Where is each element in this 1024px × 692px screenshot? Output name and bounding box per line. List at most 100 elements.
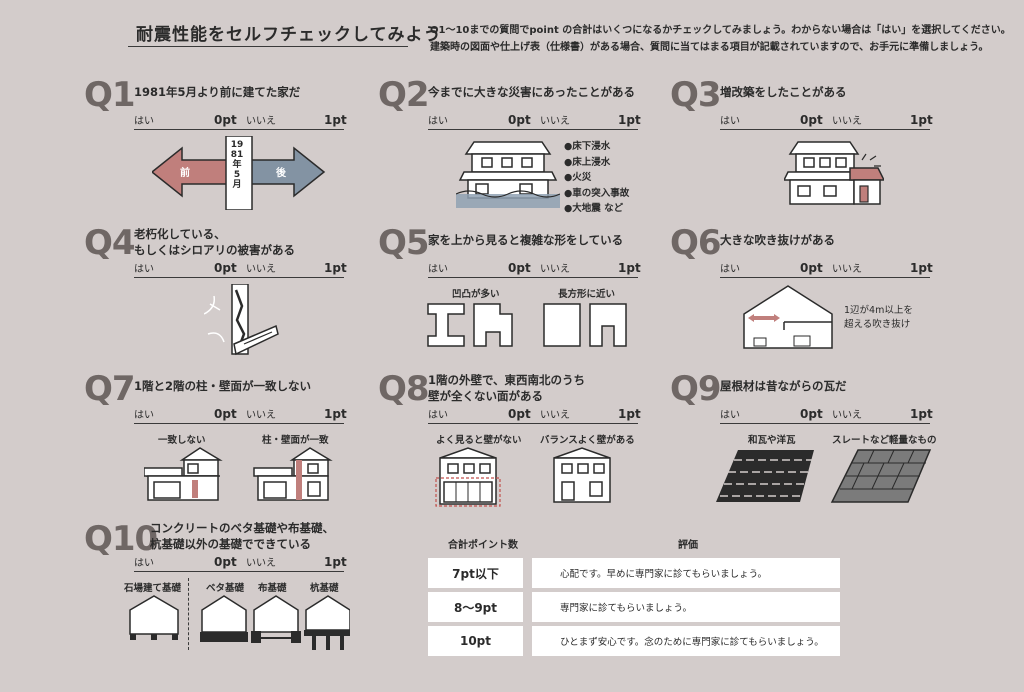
q8-left-caption: よく見ると壁がない — [436, 435, 522, 446]
q9-no-points: 1pt — [910, 407, 933, 421]
q5-answer-row: はい 0pt いいえ 1pt — [428, 261, 641, 278]
q1-number: Q1 — [84, 75, 136, 115]
q7-pillar-alignment-illustration — [144, 447, 333, 501]
q7-no-points: 1pt — [324, 407, 347, 421]
q9-answer-row: はい 0pt いいえ 1pt — [720, 407, 933, 424]
q8-wall-balance-illustration — [435, 447, 611, 507]
q8-no-label: いいえ — [540, 410, 570, 421]
q7-no-label: いいえ — [246, 410, 276, 421]
q2-answer-row: はい 0pt いいえ 1pt — [428, 113, 641, 130]
table-cell-evaluation: 専門家に診てもらいましょう。 — [532, 592, 840, 622]
q4-answer-row: はい 0pt いいえ 1pt — [134, 261, 347, 278]
q5-yes-label: はい — [428, 264, 448, 275]
q1-no-label: いいえ — [246, 116, 276, 127]
q5-yes-points: 0pt — [508, 261, 531, 275]
q4-damaged-pillar-illustration — [204, 284, 279, 356]
q4-text: 老朽化している、 もしくはシロアリの被害がある — [134, 226, 295, 258]
q3-no-points: 1pt — [910, 113, 933, 127]
q10-type-mat: ベタ基礎 — [206, 583, 245, 594]
q2-text: 今までに大きな災害にあったことがある — [428, 85, 635, 99]
q1-date-label: 1981年5月 — [230, 140, 244, 190]
q5-text: 家を上から見ると複雑な形をしている — [428, 233, 624, 247]
q2-yes-points: 0pt — [508, 113, 531, 127]
q2-disaster-item: ●車の突入事故 — [564, 187, 630, 199]
q2-no-label: いいえ — [540, 116, 570, 127]
table-header-evaluation: 評価 — [678, 540, 698, 551]
q3-number: Q3 — [670, 75, 722, 115]
q6-yes-points: 0pt — [800, 261, 823, 275]
q6-number: Q6 — [670, 223, 722, 263]
q8-text-line-2: 壁が全くない面がある — [428, 389, 543, 403]
q8-text: 1階の外壁で、東西南北のうち 壁が全くない面がある — [428, 372, 585, 404]
q1-after-label: 後 — [276, 168, 286, 179]
q1-answer-row: はい 0pt いいえ 1pt — [134, 113, 347, 130]
q1-before-label: 前 — [180, 168, 190, 179]
q7-number: Q7 — [84, 369, 136, 409]
q6-no-points: 1pt — [910, 261, 933, 275]
q9-yes-label: はい — [720, 410, 740, 421]
q8-yes-label: はい — [428, 410, 448, 421]
q6-answer-row: はい 0pt いいえ 1pt — [720, 261, 933, 278]
q1-no-points: 1pt — [324, 113, 347, 127]
q7-yes-points: 0pt — [214, 407, 237, 421]
q3-answer-row: はい 0pt いいえ 1pt — [720, 113, 933, 130]
table-header-points: 合計ポイント数 — [448, 540, 518, 551]
q10-text-line-1: コンクリートのベタ基礎や布基礎、 — [150, 521, 334, 535]
q9-left-caption: 和瓦や洋瓦 — [748, 435, 796, 446]
q9-text: 屋根材は昔ながらの瓦だ — [720, 379, 847, 393]
q8-no-points: 1pt — [618, 407, 641, 421]
q8-answer-row: はい 0pt いいえ 1pt — [428, 407, 641, 424]
table-cell-points: 7pt以下 — [428, 558, 523, 588]
q10-answer-row: はい 0pt いいえ 1pt — [134, 555, 347, 572]
q6-atrium-cross-section — [743, 285, 833, 349]
title-underline — [128, 46, 408, 47]
intro-line-2: 建築時の図面や仕上げ表（仕様書）がある場合、質問に当てはまる項目が記載されていま… — [430, 42, 989, 53]
q5-right-caption: 長方形に近い — [558, 289, 616, 300]
q1-yes-label: はい — [134, 116, 154, 127]
q3-no-label: いいえ — [832, 116, 862, 127]
q8-number: Q8 — [378, 369, 430, 409]
q10-foundation-illustrations — [129, 595, 350, 650]
q10-number: Q10 — [84, 519, 158, 559]
q4-yes-points: 0pt — [214, 261, 237, 275]
q3-yes-label: はい — [720, 116, 740, 127]
q4-text-line-2: もしくはシロアリの被害がある — [134, 243, 295, 257]
q1-timeline-arrows — [152, 136, 326, 210]
q5-left-caption: 凹凸が多い — [452, 289, 500, 300]
q4-no-points: 1pt — [324, 261, 347, 275]
table-row: 8～9pt 専門家に診てもらいましょう。 — [428, 592, 840, 622]
q5-number: Q5 — [378, 223, 430, 263]
q9-right-caption: スレートなど軽量なもの — [832, 435, 937, 446]
q8-text-line-1: 1階の外壁で、東西南北のうち — [428, 373, 586, 387]
q2-disaster-item: ●火災 — [564, 172, 592, 183]
q10-no-points: 1pt — [324, 555, 347, 569]
q7-answer-row: はい 0pt いいえ 1pt — [134, 407, 347, 424]
page-title: 耐震性能をセルフチェックしてみよう — [136, 25, 442, 45]
q5-floor-plan-shapes — [427, 303, 627, 347]
q6-no-label: いいえ — [832, 264, 862, 275]
q7-left-caption: 一致しない — [158, 435, 206, 446]
q6-text: 大きな吹き抜けがある — [720, 233, 835, 247]
q10-type-strip: 布基礎 — [258, 583, 287, 594]
q6-note-line-2: 超える吹き抜け — [844, 319, 911, 330]
q3-yes-points: 0pt — [800, 113, 823, 127]
q2-disaster-item: ●床下浸水 — [564, 141, 611, 152]
q10-yes-label: はい — [134, 558, 154, 569]
q2-disaster-item: ●床上浸水 — [564, 156, 611, 168]
table-cell-points: 8～9pt — [428, 592, 523, 622]
q9-no-label: いいえ — [832, 410, 862, 421]
table-cell-evaluation: 心配です。早めに専門家に診てもらいましょう。 — [532, 558, 840, 588]
q4-number: Q4 — [84, 223, 136, 263]
q10-yes-points: 0pt — [214, 555, 237, 569]
q4-yes-label: はい — [134, 264, 154, 275]
q7-right-caption: 柱・壁面が一致 — [262, 435, 329, 446]
q5-no-label: いいえ — [540, 264, 570, 275]
q9-number: Q9 — [670, 369, 722, 409]
q9-roof-tiles-illustration — [716, 449, 932, 503]
q6-yes-label: はい — [720, 264, 740, 275]
q6-note-line-1: 1辺が4m以上を — [844, 305, 913, 316]
q3-text: 増改築をしたことがある — [720, 85, 847, 99]
q2-disaster-list: ●床下浸水 ●床上浸水 ●火災 ●車の突入事故 ●大地震 など — [564, 139, 629, 217]
q10-no-label: いいえ — [246, 558, 276, 569]
intro-line-1: Q1～10までの質問でpoint の合計はいくつになるかチェックしてみましょう。… — [430, 25, 1011, 36]
